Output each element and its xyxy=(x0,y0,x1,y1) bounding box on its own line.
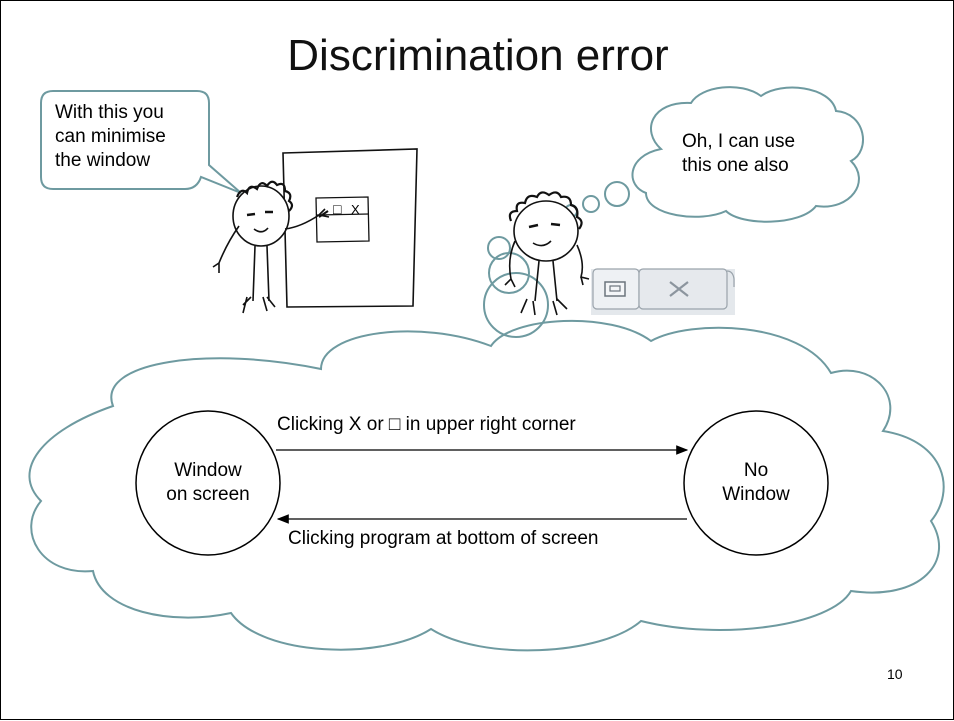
state-right-line: Window xyxy=(722,484,790,505)
page-title: Discrimination error xyxy=(287,31,669,80)
thought-trail-circle xyxy=(604,181,630,207)
arrow-top-label: Clicking X or □ in upper right corner xyxy=(277,414,576,435)
cloud-shape xyxy=(28,319,945,652)
board-window-titlebar xyxy=(316,213,370,216)
state-no-window xyxy=(683,410,829,556)
speech-bubble-shape xyxy=(40,90,242,194)
board-icon xyxy=(282,148,418,308)
page-number: 10 xyxy=(887,666,903,682)
state-left-label: Window on screen xyxy=(138,459,278,507)
thinker-figure-icon xyxy=(504,191,590,316)
thought-bubble-line: Oh, I can use xyxy=(682,131,796,152)
presenter-figure-icon xyxy=(212,180,330,314)
state-left-line: on screen xyxy=(166,484,250,505)
thought-trail-circle xyxy=(488,252,530,294)
state-left-line: Window xyxy=(174,460,242,481)
thought-trail-circle xyxy=(582,195,600,213)
thought-bubble-shape xyxy=(631,86,864,223)
speech-bubble-line: can minimise xyxy=(55,126,166,147)
speech-bubble-text: With this you can minimise the window xyxy=(55,101,166,173)
state-right-label: No Window xyxy=(686,459,826,507)
state-right-line: No xyxy=(743,460,769,481)
board-x-symbol: X xyxy=(351,202,360,217)
thought-trail-circle xyxy=(483,272,549,338)
thought-bubble-line: this one also xyxy=(682,155,789,176)
board-box-symbol: □ xyxy=(333,201,342,217)
arrow-bottom-label: Clicking program at bottom of screen xyxy=(288,528,599,549)
speech-pointer-line xyxy=(318,210,329,218)
board-window-icon xyxy=(315,196,370,243)
state-window-on-screen xyxy=(135,410,281,556)
window-control-buttons xyxy=(591,268,735,315)
speech-bubble-line: With this you xyxy=(55,102,164,123)
speech-bubble-line: the window xyxy=(55,150,151,171)
thought-trail-circle xyxy=(487,236,511,260)
thought-bubble-text: Oh, I can use this one also xyxy=(682,130,795,178)
